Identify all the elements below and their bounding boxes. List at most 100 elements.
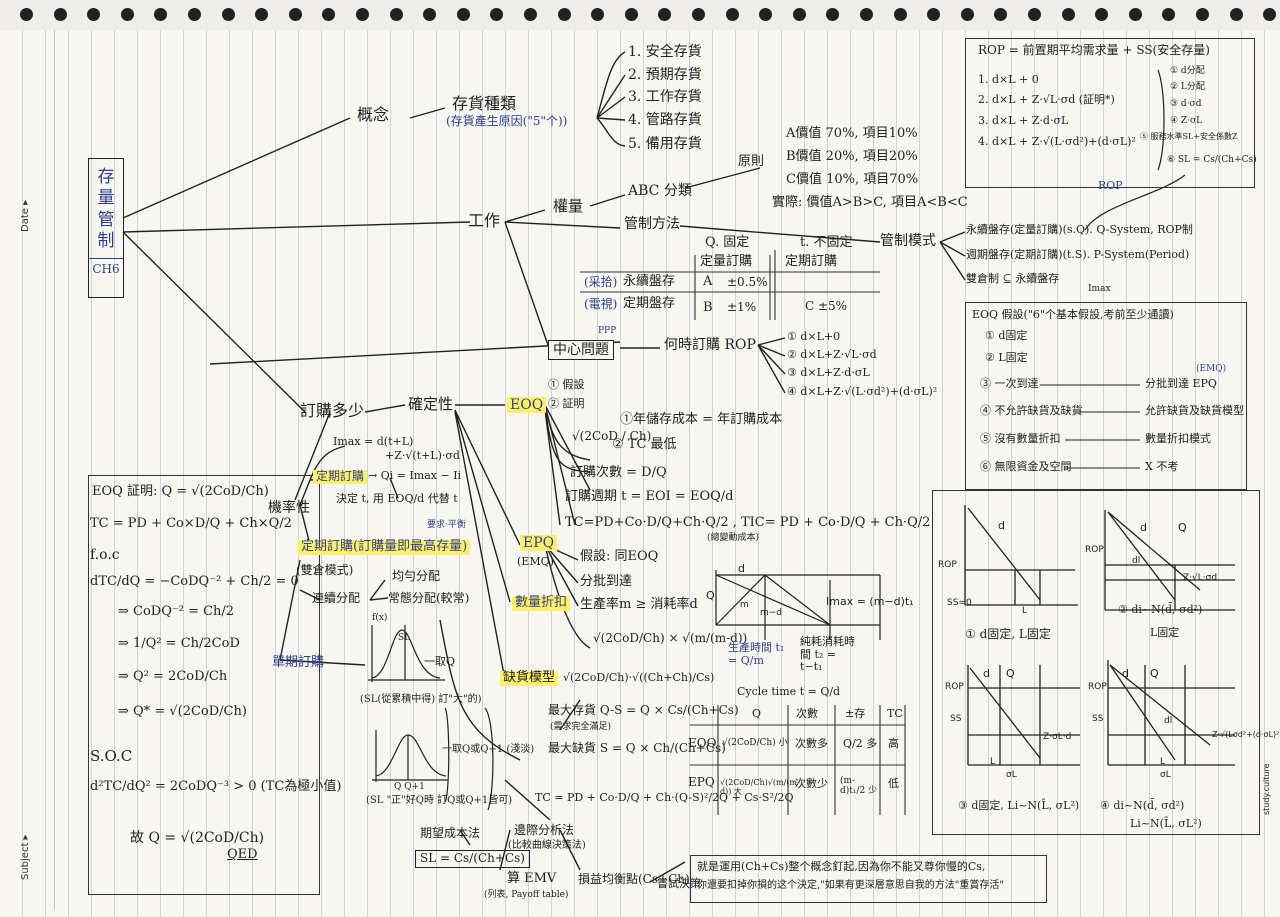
binding-hole <box>759 8 773 21</box>
assume-1: ① d固定 <box>985 329 1028 342</box>
max-stock-note: (需求完全滿足) <box>550 722 612 732</box>
root-char-3: 管 <box>97 209 115 230</box>
binding-hole <box>1263 8 1277 21</box>
binding-hole <box>120 8 134 21</box>
rop-line-4: 4. d×L + Z·√(L·σd²)+(d·σL)² <box>978 135 1136 148</box>
central-problem-box: 中心問題 <box>548 340 614 361</box>
signature: study.culture <box>1262 763 1271 815</box>
tbl-row1-name: 永續盤存 <box>623 274 676 289</box>
type-item-1: 1. 安全存貨 <box>628 44 702 60</box>
q-q1-label: Q Q+1 <box>394 782 425 792</box>
g3-sl: σL <box>1006 770 1017 780</box>
mode-3: 雙倉制 ⊆ 永續盤存 <box>966 272 1060 285</box>
binding-hole <box>188 8 201 21</box>
single-period: 單期訂購 <box>272 655 325 670</box>
binding-hole <box>322 8 336 21</box>
proof-d2: d²TC/dQ² = 2CoDQ⁻³ > 0 (TC為極小值) <box>90 779 342 794</box>
g2-caption: ② di~N(d̄, σd²) <box>1118 603 1203 616</box>
proof-step-4: ⇒ Q* = √(2CoD/Ch) <box>118 704 247 719</box>
binding-hole <box>1095 8 1109 21</box>
binding-hole <box>725 8 739 21</box>
assume-arrow-4: X 不考 <box>1145 460 1179 473</box>
g3-ss: SS <box>950 714 962 724</box>
epq-chart-t1: 生產時間 t₁ = Q/m <box>728 641 785 667</box>
date-margin-label: Date ▸ <box>20 199 31 232</box>
pick-q: 一取Q <box>424 655 456 668</box>
binding-hole <box>1028 8 1041 21</box>
certainty-label: 確定性 <box>408 395 454 413</box>
tbl-sub-qty: 定量訂購 <box>700 254 753 269</box>
g4-z: Z·√(Lσd²+(d·σL)²) <box>1212 730 1280 739</box>
rop-case-5: ⑤ 服務水準SL+安全係數Z <box>1140 132 1238 141</box>
cmp-head-n: 次數 <box>796 707 818 720</box>
epq-chart-imax: Imax = (m−d)t₁ <box>826 595 914 608</box>
rop-case-2: ② L分配 <box>1170 82 1205 92</box>
proof-step-2: ⇒ 1/Q² = Ch/2CoD <box>118 636 240 651</box>
root-char-4: 制 <box>97 230 115 251</box>
expected-note: (比較曲線決策法) <box>508 840 586 851</box>
margin-line <box>54 30 55 910</box>
binding-hole <box>154 8 168 21</box>
control-mode-label: 管制模式 <box>880 233 936 249</box>
binding-hole <box>658 8 672 21</box>
tc-note: (總變動成本) <box>707 533 760 543</box>
tbl-sub-period: 定期訂購 <box>785 254 838 269</box>
mode-2: 週期盤存(定期訂購)(t.S). P-System(Period) <box>966 248 1190 261</box>
fixed-interval-node: 定期訂購 <box>313 469 368 484</box>
fx-label: f(x) <box>372 613 388 623</box>
imax-sub: +Z·√(t+L)·σd <box>385 449 460 462</box>
g1-rop: ROP <box>938 560 957 570</box>
cmp-row1-tc: 高 <box>888 737 899 750</box>
normal-dist: 常態分配(較常) <box>388 591 470 605</box>
binding-hole <box>1128 8 1142 21</box>
epq-chart-cycle: Cycle time t = Q/d <box>737 685 841 698</box>
imax-formula: Imax = d(t+L) <box>333 435 414 448</box>
g3-z: Z·σL·d <box>1043 732 1072 742</box>
cmp-row2-tc: 低 <box>888 777 899 790</box>
binding-hole <box>524 8 537 21</box>
g4-q: Q <box>1150 667 1159 680</box>
mode-1: 永續盤存(定量訂購)(s.Q). Q-System, ROP制 <box>966 223 1193 236</box>
root-box: 存 量 管 制 CH6 <box>88 158 124 298</box>
rop-case-4: ④ Z·σL <box>1170 116 1203 126</box>
cmp-row2-q: √(2CoD/Ch)√(m/(m-d)) 大 <box>720 778 800 797</box>
cmp-row2-name: EPQ <box>688 775 715 789</box>
g4-caption2: Li~N(L̄, σL²) <box>1130 817 1202 830</box>
tbl-row2-val: ±1% <box>727 300 757 314</box>
abc-rule-b: B價值 20%, 項目20% <box>786 149 918 164</box>
tbl-row1-tag: (采拾) <box>584 275 618 289</box>
tbl-row2-name: 定期盤存 <box>623 296 676 311</box>
line-concept-types <box>409 107 446 119</box>
g4-ss: SS <box>1092 714 1104 724</box>
eoq-opt-assume: ① 假設 <box>548 378 585 391</box>
period-formula: 訂購週期 t = EOI = EOQ/d <box>565 489 734 504</box>
binding-hole <box>389 8 403 21</box>
epq-formula: √(2CoD/Ch) × √(m/(m-d)) <box>593 631 748 645</box>
epq-point-3: 生產率m ≥ 消耗率d <box>580 597 698 612</box>
max-shortage: 最大缺貨 S = Q × Ch/(Ch+Cs) <box>548 741 726 755</box>
binding-hole <box>288 8 302 21</box>
rop-formula-panel <box>965 38 1255 188</box>
binding-hole <box>893 8 907 21</box>
proof-conclude: 故 Q = √(2CoD/Ch) <box>130 830 265 846</box>
binding-hole <box>927 8 941 21</box>
cmp-head-q: Q <box>752 707 762 720</box>
orders-formula: 訂購次數 = D/Q <box>570 465 667 480</box>
epq-point-2: 分批到達 <box>580 574 633 589</box>
principle-label: 原則 <box>738 154 765 169</box>
proof-foc: f.o.c <box>90 547 120 563</box>
g4-caption: ④ di~N(d̄, σd²) <box>1100 799 1185 812</box>
when-opt-4: ④ d×L+Z·√(L·σd²)+(d·σL)² <box>787 385 938 398</box>
proof-qed: QED <box>227 847 258 862</box>
g2-z: Z·√L·σd <box>1183 573 1218 583</box>
weight-label: 權量 <box>553 197 584 215</box>
g3-d: d <box>983 667 990 680</box>
g3-l: L <box>990 757 996 767</box>
binding-hole <box>490 8 504 21</box>
proof-soc: S.O.C <box>90 747 133 765</box>
tbl-head-q: Q. 固定 <box>705 235 750 250</box>
concept-label: 概念 <box>357 105 390 124</box>
binding-hole <box>255 8 269 21</box>
howmuch-label: 訂購多少 <box>300 401 365 420</box>
